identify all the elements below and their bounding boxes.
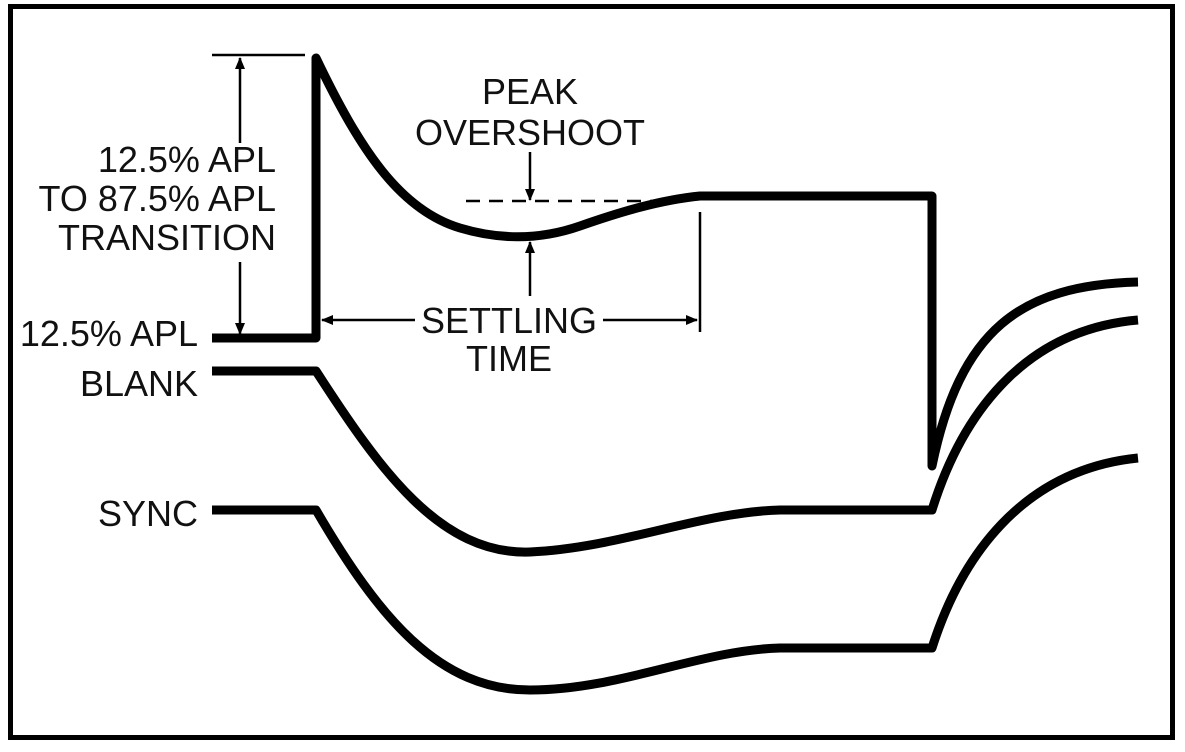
apl-waveform bbox=[212, 53, 1139, 471]
sync-level-label: SYNC bbox=[98, 493, 198, 534]
apl-level-label: 12.5% APL bbox=[20, 313, 198, 354]
transition-label-line1: 12.5% APL bbox=[98, 139, 276, 180]
transition-label-line2: TO 87.5% APL bbox=[39, 178, 276, 219]
settling-label-line1: SETTLING bbox=[421, 300, 597, 341]
transition-label-line3: TRANSITION bbox=[58, 217, 276, 258]
blank-level-label: BLANK bbox=[80, 363, 198, 404]
peak-label-line2: OVERSHOOT bbox=[415, 112, 645, 153]
peak-label-line1: PEAK bbox=[482, 71, 578, 112]
diagram-frame bbox=[8, 4, 1175, 740]
settling-label-line2: TIME bbox=[466, 338, 552, 379]
sync-waveform bbox=[212, 453, 1139, 695]
blank-waveform bbox=[212, 315, 1139, 557]
